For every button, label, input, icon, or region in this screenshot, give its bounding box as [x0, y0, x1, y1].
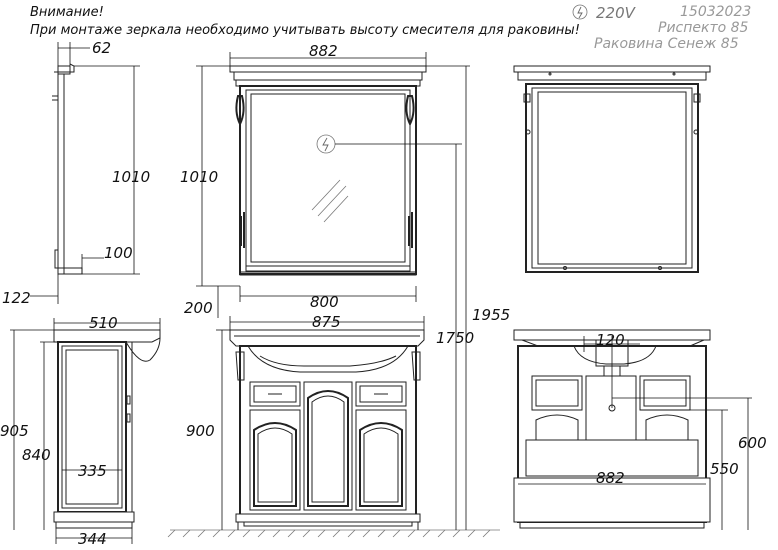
mirror-front-view [229, 65, 427, 276]
pipe-height-550-label: 550 [710, 460, 739, 478]
vanity-front-view [229, 329, 425, 530]
dim-pipe-height-600: 600 [612, 397, 767, 530]
pipe-height-600-label: 600 [738, 434, 767, 452]
dim-basin-width: 875 [229, 313, 425, 331]
dim-total-height: 1955 [426, 65, 510, 530]
mirror-height-front-label: 1010 [180, 168, 218, 186]
dim-mirror-inner-width: 800 [239, 286, 417, 311]
mirror-mount-height-label: 1750 [436, 329, 474, 347]
power-outlet-icon [316, 134, 336, 154]
dim-mirror-mount-height: 1750 [436, 144, 474, 530]
total-height-label: 1955 [472, 306, 510, 324]
product-line1: Риспекто 85 [658, 20, 749, 36]
shelf-depth-label: 100 [104, 244, 133, 262]
cabinet-height-front-label: 900 [186, 422, 215, 440]
voltage-label: 220V [596, 4, 637, 22]
basin-width-label: 875 [312, 313, 341, 331]
dim-cabinet-depth-top: 510 [53, 314, 161, 332]
floor-hatching [167, 529, 500, 538]
mirror-depth-label: 62 [92, 39, 111, 57]
product-code: 15032023 [680, 4, 751, 20]
mirror-side-view [52, 63, 83, 275]
dim-drain-offset: 120 [583, 331, 640, 408]
dim-cabinet-inner-depth: 335 [62, 462, 122, 480]
dim-mirror-height-side: 1010 [74, 65, 150, 275]
cabinet-body-height-label: 840 [22, 446, 51, 464]
cabinet-depth-top-label: 510 [89, 314, 118, 332]
dim-gap: 200 [184, 286, 219, 318]
outlet-legend: 220V [572, 4, 637, 22]
gap-label: 200 [184, 299, 213, 317]
side-offset-label: 122 [2, 289, 31, 307]
cabinet-base-depth-label: 344 [78, 530, 107, 548]
dim-mirror-height-front: 1010 [180, 65, 240, 287]
cabinet-inner-depth-label: 335 [78, 462, 107, 480]
warning-title: Внимание! [30, 5, 104, 20]
dim-cabinet-base-depth: 344 [55, 528, 133, 548]
rear-width-label: 882 [596, 469, 625, 487]
dim-cabinet-height-front: 900 [186, 329, 230, 530]
mirror-rear-view [513, 65, 711, 273]
vanity-side-view [53, 329, 161, 529]
mirror-width-label: 882 [309, 42, 338, 60]
dim-pipe-height-550: 550 [640, 409, 739, 530]
mirror-inner-width-label: 800 [310, 293, 339, 311]
dim-rear-width: 882 [518, 469, 706, 487]
dim-mirror-depth: 62 [57, 39, 111, 66]
dim-mirror-width: 882 [229, 42, 427, 66]
mirror-height-side-label: 1010 [112, 168, 150, 186]
drain-offset-label: 120 [596, 331, 625, 349]
warning-text: При монтаже зеркала необходимо учитывать… [30, 23, 580, 38]
dim-side-offset: 122 [2, 274, 59, 307]
power-outlet-icon [572, 4, 588, 20]
dim-cabinet-total-height: 905 [0, 329, 54, 530]
product-line2: Раковина Сенеж 85 [594, 36, 739, 52]
dim-cabinet-body-height: 840 [22, 341, 58, 530]
dim-shelf-depth: 100 [81, 244, 133, 274]
cabinet-total-height-label: 905 [0, 422, 29, 440]
